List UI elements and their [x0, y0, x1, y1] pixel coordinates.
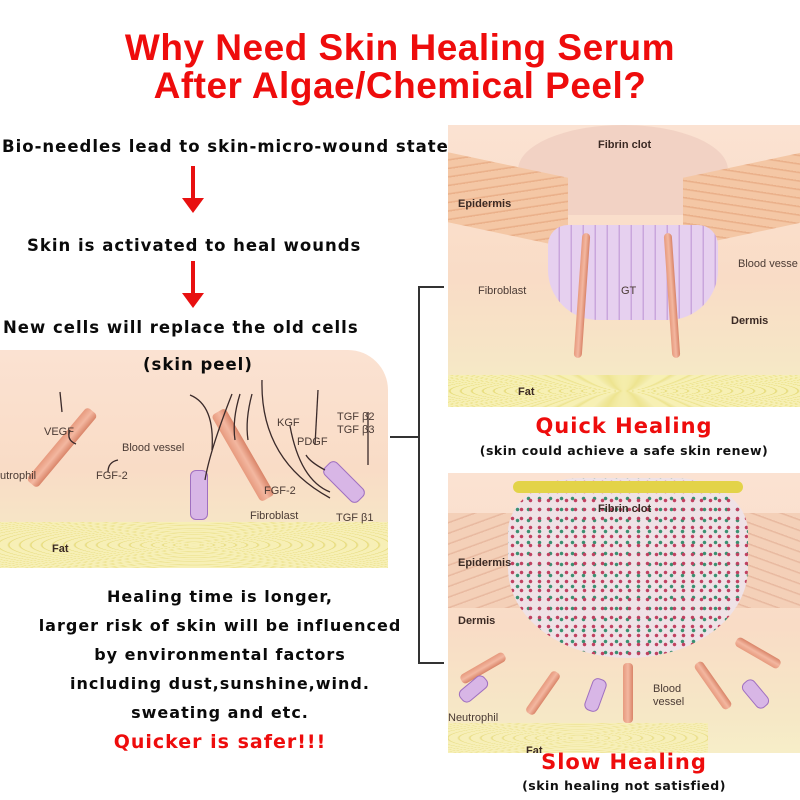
- fibrin-clot-label: Fibrin clot: [598, 503, 652, 515]
- fibroblast-cell: [190, 470, 208, 520]
- granulation-tissue: [548, 225, 718, 320]
- fibroblast-label: Fibroblast: [478, 285, 527, 297]
- warning-line-4: including dust,sunshine,wind.: [70, 674, 370, 693]
- dermis-label: Dermis: [458, 615, 496, 627]
- fgf2-left-label: FGF-2: [96, 470, 128, 482]
- fibrin-clot-label: Fibrin clot: [598, 139, 652, 151]
- warning-block: Healing time is longer, larger risk of s…: [0, 582, 440, 757]
- down-arrow-icon: [182, 261, 204, 308]
- blood-vessel-shape: [623, 663, 633, 723]
- bracket-stem: [390, 436, 420, 438]
- slow-healing-heading: Slow Healing: [541, 750, 707, 774]
- bracket-connector: [418, 286, 444, 664]
- neutrophil-label: utrophil: [0, 470, 37, 482]
- fat-label: Fat: [52, 543, 69, 555]
- tgf-b2-label: TGF β2: [337, 411, 375, 423]
- epidermis-label: Epidermis: [458, 198, 512, 210]
- warning-line-5: sweating and etc.: [131, 703, 309, 722]
- blood-vessel-shape: [524, 669, 562, 717]
- growth-factor-diagram: Fat VEGF Blood vessel utrophil FGF-2 KGF…: [0, 350, 388, 568]
- warning-line-2: larger risk of skin will be influenced: [38, 616, 402, 635]
- fibroblast-label: Fibroblast: [250, 510, 299, 522]
- blood-vessel-label-2: vessel: [653, 696, 685, 708]
- title-line-1: Why Need Skin Healing Serum: [124, 27, 676, 68]
- neutrophil-label: Neutrophil: [448, 712, 499, 724]
- quick-healing-caption: (skin could achieve a safe skin renew): [479, 443, 769, 458]
- flow-step-1: Bio-needles lead to skin-micro-wound sta…: [2, 137, 449, 156]
- warning-emphasis: Quicker is safer!!!: [113, 731, 327, 753]
- fibroblast-cell: [739, 676, 772, 712]
- fat-label: Fat: [518, 386, 535, 398]
- fat-layer: [448, 375, 800, 407]
- down-arrow-icon: [182, 166, 204, 213]
- blood-vessel-label-1: Blood: [653, 683, 682, 695]
- warning-line-3: by environmental factors: [94, 645, 346, 664]
- dermis-label: Dermis: [731, 315, 769, 327]
- kgf-label: KGF: [277, 417, 300, 429]
- tgf-b3-label: TGF β3: [337, 424, 375, 436]
- fat-layer: [448, 723, 708, 753]
- fat-layer: [0, 522, 388, 568]
- skin-peel-note: (skin peel): [143, 355, 253, 374]
- tgf-b1-label: TGF β1: [336, 512, 374, 524]
- pdgf-label: PDGF: [297, 436, 328, 448]
- signal-arrows-icon: [59, 379, 369, 499]
- title-line-2: After Algae/Chemical Peel?: [153, 65, 647, 106]
- vegf-label: VEGF: [44, 426, 74, 438]
- fibroblast-cell: [582, 676, 609, 714]
- quick-healing-heading: Quick Healing: [535, 414, 713, 438]
- blood-vessel-shape: [733, 636, 783, 670]
- warning-line-1: Healing time is longer,: [106, 587, 333, 606]
- flow-step-3: New cells will replace the old cells: [3, 318, 359, 337]
- flow-step-2: Skin is activated to heal wounds: [27, 236, 362, 255]
- fat-label: Fat: [526, 745, 543, 753]
- fgf2-right-label: FGF-2: [264, 485, 296, 497]
- gt-label: GT: [621, 285, 637, 297]
- slow-healing-caption: (skin healing not satisfied): [522, 778, 726, 793]
- blood-vessel-label: Blood vesse: [738, 258, 798, 270]
- blood-vessel-shape: [693, 660, 733, 711]
- slow-healing-diagram: Fibrin clot Epidermis Dermis Blood vesse…: [448, 473, 800, 753]
- fibrin-clot-wound: [508, 478, 748, 658]
- blood-vessel-label: Blood vessel: [122, 442, 185, 454]
- scab-crust: [513, 481, 743, 493]
- quick-healing-diagram: Fibrin clot Epidermis Blood vesse Fibrob…: [448, 125, 800, 407]
- epidermis-label: Epidermis: [458, 557, 512, 569]
